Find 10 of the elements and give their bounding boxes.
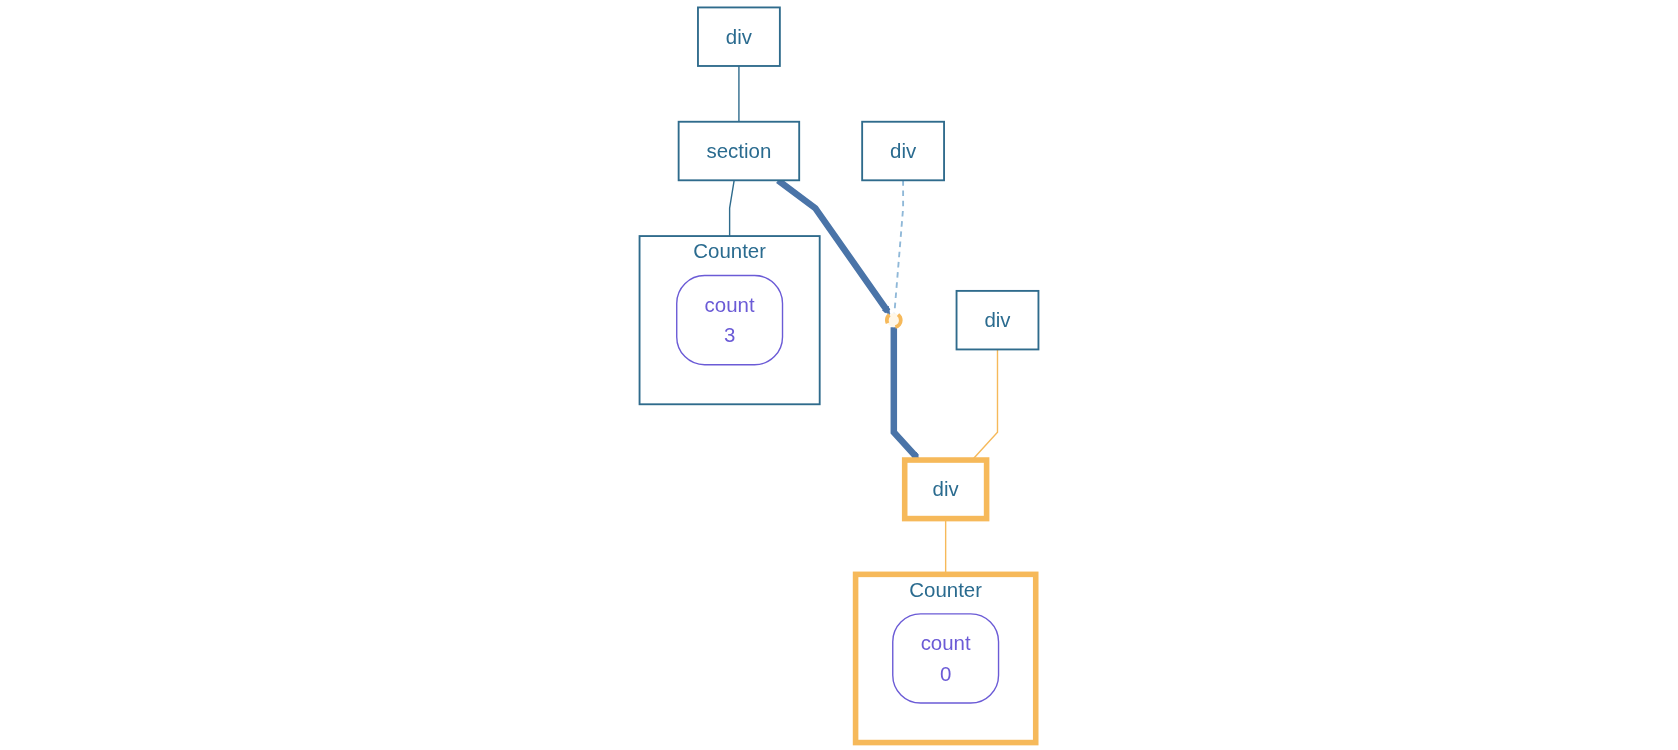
node-box: div [697, 6, 781, 67]
connector [728, 179, 735, 237]
connector [738, 65, 740, 123]
node-box: count 3 [676, 274, 784, 366]
node-circle [885, 311, 903, 329]
node-box: section [677, 120, 801, 182]
node-box: div [861, 120, 945, 182]
node-box: div [955, 289, 1040, 351]
node-box: count 0 [892, 613, 1000, 704]
node-box: div [901, 457, 990, 522]
